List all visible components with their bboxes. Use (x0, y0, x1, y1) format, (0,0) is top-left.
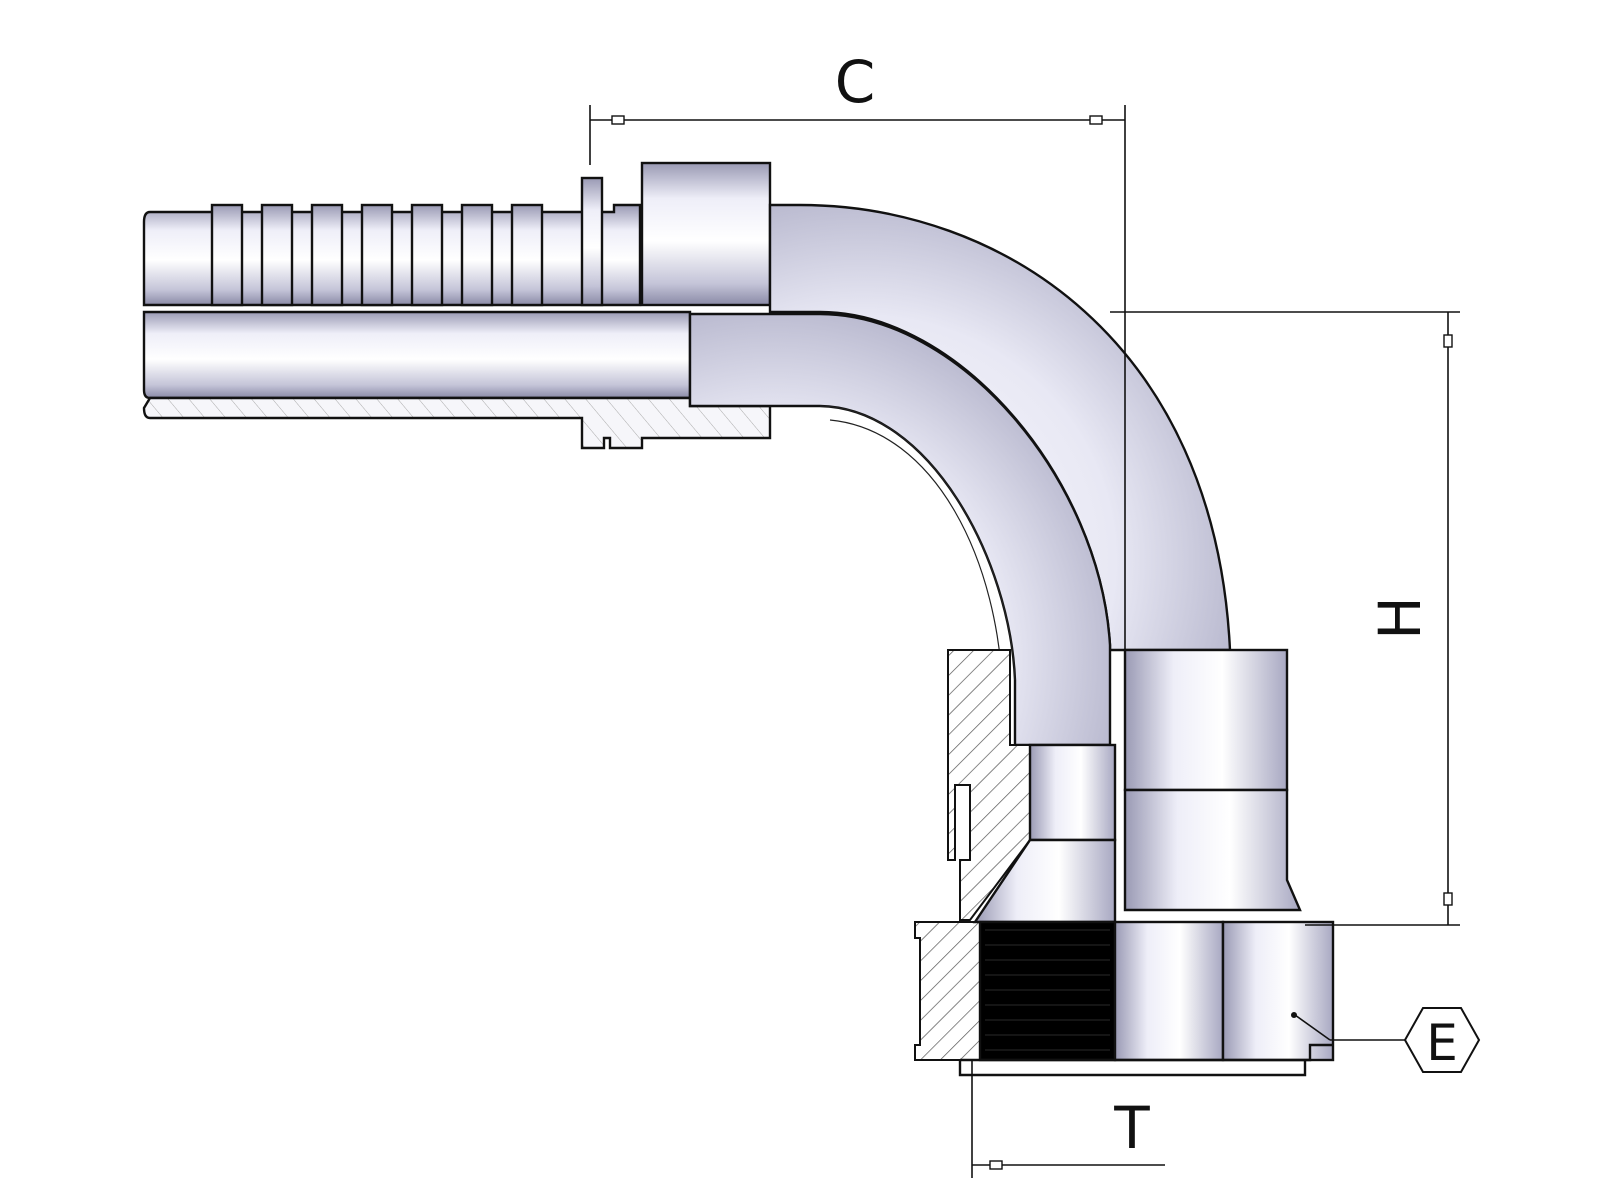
dimension-h: H (1110, 311, 1460, 926)
nut-upper-band (1123, 648, 1289, 792)
h-arrow-top (1443, 334, 1453, 348)
nut-lower-band (1123, 788, 1302, 912)
label-t: T (1113, 1094, 1150, 1162)
hex-flat-right (1221, 920, 1335, 1062)
e-leader-dot (1291, 1012, 1297, 1018)
dimension-c: C (589, 48, 1126, 650)
c-arrow-right (1089, 115, 1103, 125)
hex-size-e-callout: E (1291, 1007, 1481, 1073)
hex-flat-left (1113, 920, 1225, 1062)
ferrule-hex (640, 161, 772, 307)
label-h: H (1366, 596, 1434, 640)
barb-ridges (210, 203, 544, 307)
swivel-nipple (972, 648, 1302, 924)
hose-tail-section (142, 310, 772, 450)
swivel-nut-section (914, 649, 1031, 1061)
c-arrow-left (611, 115, 625, 125)
label-c: C (835, 48, 876, 116)
dimension-t: T (971, 1060, 1165, 1178)
collar-ring (580, 176, 604, 307)
h-arrow-bottom (1443, 892, 1453, 906)
label-e: E (1426, 1014, 1458, 1072)
hex-nut (958, 920, 1335, 1077)
female-thread (978, 920, 1117, 1062)
hose-tail (142, 161, 772, 307)
t-arrow (989, 1160, 1003, 1170)
hex-symbol-icon (1403, 1007, 1481, 1073)
